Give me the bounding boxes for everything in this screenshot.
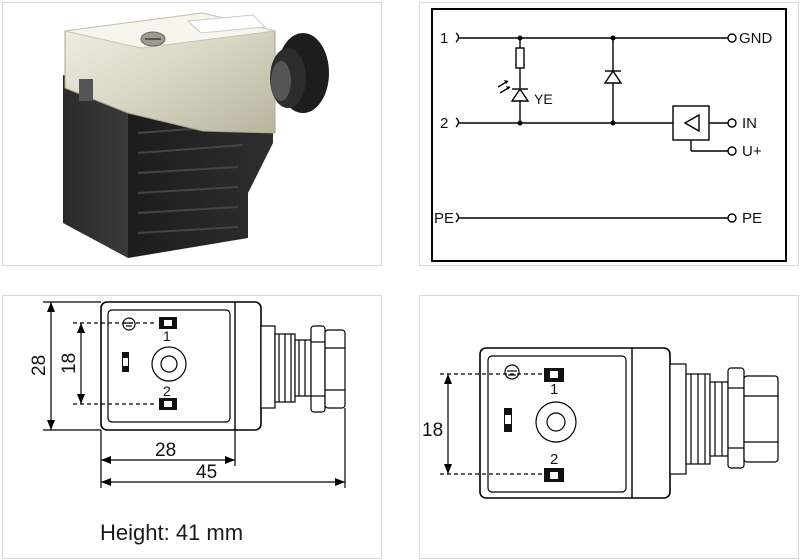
side-dimension-drawing: 1 2 18 — [422, 347, 779, 499]
uplus-terminal — [727, 146, 737, 156]
gland-nut — [310, 325, 326, 413]
resistor — [515, 47, 525, 69]
housing-front — [63, 75, 128, 258]
pin1-terminal — [455, 32, 460, 43]
dim-18-side-label: 18 — [422, 420, 443, 441]
pe-right-terminal — [727, 213, 737, 223]
gland-nut-2 — [743, 375, 779, 463]
product-photo-panel — [2, 2, 382, 266]
pin1-number-2: 1 — [550, 381, 558, 398]
ground-symbol — [122, 317, 136, 331]
diode-symbol — [603, 69, 623, 84]
connector-photo — [63, 12, 329, 258]
label-plate — [186, 14, 267, 34]
pin2-label: 2 — [440, 115, 448, 132]
pin2-number-2: 2 — [550, 451, 558, 468]
pin1-label: 1 — [440, 30, 448, 47]
gnd-terminal — [727, 33, 737, 43]
pe-right-label: PE — [742, 210, 762, 227]
pe-left-terminal — [455, 212, 460, 223]
in-terminal — [727, 118, 737, 128]
front-dimension-drawing: 1 2 28 18 28 45 — [29, 301, 346, 488]
schematic-frame — [431, 8, 787, 262]
dim-28-horizontal-label: 28 — [155, 440, 176, 461]
pe-left-label: PE — [434, 210, 454, 227]
ground-symbol-2 — [504, 364, 520, 380]
pin1-number: 1 — [163, 328, 171, 344]
pin2-number: 2 — [163, 383, 171, 399]
dim-28-vertical-label: 28 — [29, 355, 50, 376]
gland-base — [260, 325, 276, 409]
driver-triangle — [683, 113, 700, 133]
led-color-label: YE — [534, 91, 553, 107]
front-tab — [79, 79, 93, 101]
in-label: IN — [742, 115, 757, 132]
uplus-label: U+ — [742, 143, 762, 160]
wiring-schematic: 1 2 PE GND IN U+ PE YE — [431, 8, 787, 262]
height-caption: Height: 41 mm — [100, 520, 244, 545]
dim-18-vertical-label: 18 — [59, 353, 80, 374]
pin2-terminal — [455, 117, 460, 128]
front-dimension-panel: 1 2 28 18 28 45 — [2, 295, 382, 559]
gnd-label: GND — [739, 30, 773, 47]
led-symbol — [510, 87, 530, 102]
dim-45-label: 45 — [196, 462, 217, 483]
side-dimension-panel: 1 2 18 — [419, 295, 799, 559]
schematic-panel: 1 2 PE GND IN U+ PE YE — [419, 2, 799, 266]
